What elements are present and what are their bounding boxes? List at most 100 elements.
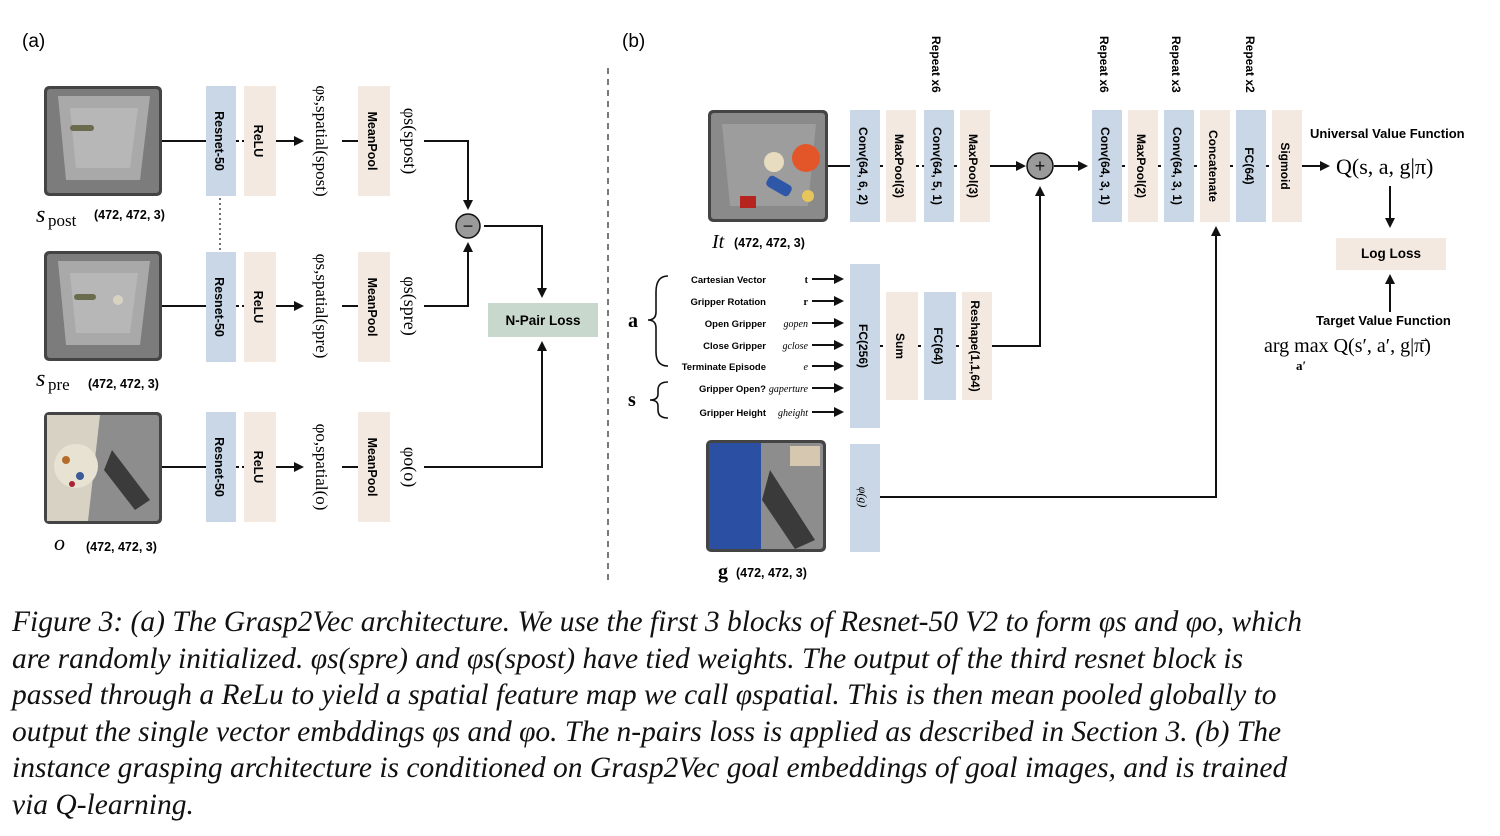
svg-text:It: It <box>711 231 725 253</box>
repeat-label-conv4: Repeat x3 <box>1169 36 1183 93</box>
meanpool-block-o: MeanPool <box>358 412 390 522</box>
svg-text:(472, 472, 3): (472, 472, 3) <box>86 540 157 554</box>
relu-block-pre: ReLU <box>244 252 276 362</box>
phi-s-post-label: φs(spost) <box>399 108 420 174</box>
caption-line-6: via Q-learning. <box>12 788 194 821</box>
architecture-figure: (a) s post (472, 472, 3) s pre (472, 472… <box>22 31 1465 583</box>
state-brace: s <box>628 381 669 419</box>
sigmoid-block: Sigmoid <box>1272 110 1302 222</box>
meanpool-block-pre: MeanPool <box>358 252 390 362</box>
universal-value-title: Universal Value Function <box>1310 126 1465 141</box>
input-var-gaperture: gaperture <box>769 384 809 395</box>
svg-text:Resnet-50: Resnet-50 <box>212 277 226 337</box>
conv-block-4: Conv(64, 3, 1) <box>1164 110 1194 222</box>
svg-text:φ(g): φ(g) <box>856 487 870 508</box>
input-label-close: Close Gripper <box>703 341 766 352</box>
npair-loss-box: N-Pair Loss <box>488 303 598 337</box>
conv-block-2: Conv(64, 5, 1) <box>924 110 954 222</box>
svg-text:post: post <box>48 211 77 230</box>
svg-text:MeanPool: MeanPool <box>365 111 379 170</box>
svg-text:Conv(64, 3, 1): Conv(64, 3, 1) <box>1098 127 1112 205</box>
input-label-open: Open Gripper <box>705 319 767 330</box>
fc64-block-lower: FC(64) <box>924 292 956 400</box>
input-var-gheight: gheight <box>778 408 808 419</box>
image-g <box>706 440 826 552</box>
svg-text:+: + <box>1035 156 1046 176</box>
svg-text:(472, 472, 3): (472, 472, 3) <box>734 236 805 250</box>
input-labels: Cartesian Vector Gripper Rotation Open G… <box>682 275 767 419</box>
image-s-pre <box>44 251 162 361</box>
input-label-terminate: Terminate Episode <box>682 362 766 373</box>
minus-node: − <box>455 213 481 239</box>
svg-text:MeanPool: MeanPool <box>365 437 379 496</box>
fc64-block-top: FC(64) <box>1236 110 1266 222</box>
phi-o-label: φo(o) <box>399 447 420 487</box>
svg-text:Sum: Sum <box>893 333 907 359</box>
q-expression: Q(s, a, g|π) <box>1336 154 1433 179</box>
svg-text:Sigmoid: Sigmoid <box>1278 142 1292 189</box>
input-var-gclose: gclose <box>782 341 808 352</box>
svg-text:s: s <box>36 366 45 392</box>
repeat-label-conv2: Repeat x6 <box>929 36 943 93</box>
svg-text:FC(64): FC(64) <box>931 327 945 364</box>
input-var-r: r <box>804 297 809 308</box>
input-label-rotation: Gripper Rotation <box>691 297 767 308</box>
input-var-t: t <box>805 275 809 286</box>
svg-text:(472, 472, 3): (472, 472, 3) <box>88 377 159 391</box>
svg-text:MaxPool(2): MaxPool(2) <box>1134 134 1148 198</box>
repeat-label-conv3: Repeat x6 <box>1097 36 1111 93</box>
svg-text:Resnet-50: Resnet-50 <box>212 111 226 171</box>
fc256-block: FC(256) <box>850 264 880 428</box>
phi-spatial-o-label: φo,spatial(o) <box>312 424 331 511</box>
caption-line-3: passed through a ReLu to yield a spatial… <box>12 679 1277 711</box>
conv-block-3: Conv(64, 3, 1) <box>1092 110 1122 222</box>
input-label-gripper-height: Gripper Height <box>699 408 766 419</box>
concatenate-block: Concatenate <box>1200 110 1230 222</box>
svg-text:(472, 472, 3): (472, 472, 3) <box>94 208 165 222</box>
input-vars: t r gopen gclose e gaperture gheight <box>769 275 809 419</box>
svg-text:−: − <box>463 216 474 236</box>
relu-block-post: ReLU <box>244 86 276 196</box>
log-loss-box: Log Loss <box>1336 238 1446 270</box>
plus-node: + <box>1026 152 1054 180</box>
input-label-cartesian: Cartesian Vector <box>691 275 766 286</box>
input-var-e: e <box>804 362 809 373</box>
reshape-block: Reshape(1,1,64) <box>962 292 992 400</box>
maxpool-block-2: MaxPool(3) <box>960 110 990 222</box>
svg-text:(472, 472, 3): (472, 472, 3) <box>736 566 807 580</box>
caption-line-1: Figure 3: (a) The Grasp2Vec architecture… <box>12 606 1303 638</box>
conv-block-1: Conv(64, 6, 2) <box>850 110 880 222</box>
input-var-gopen: gopen <box>784 319 808 330</box>
svg-text:g: g <box>718 561 728 583</box>
svg-text:FC(256): FC(256) <box>856 324 870 368</box>
svg-text:Reshape(1,1,64): Reshape(1,1,64) <box>968 300 982 391</box>
target-expression-sub: a′ <box>1296 358 1306 373</box>
maxpool-block-1: MaxPool(3) <box>886 110 916 222</box>
svg-text:ReLU: ReLU <box>251 451 265 484</box>
svg-text:Conv(64, 5, 1): Conv(64, 5, 1) <box>930 127 944 205</box>
phi-spatial-pre-label: φs,spatial(spre) <box>312 254 331 359</box>
svg-text:Resnet-50: Resnet-50 <box>212 437 226 497</box>
svg-text:a: a <box>628 310 638 332</box>
image-it-label: It (472, 472, 3) <box>711 231 805 253</box>
meanpool-block-post: MeanPool <box>358 86 390 196</box>
maxpool-block-3: MaxPool(2) <box>1128 110 1158 222</box>
input-label-gripper-open: Gripper Open? <box>699 384 766 395</box>
image-s-post-label: s post (472, 472, 3) <box>36 202 165 230</box>
svg-text:Log Loss: Log Loss <box>1361 246 1421 261</box>
image-g-label: g (472, 472, 3) <box>718 561 807 583</box>
phi-g-block: φ(g) <box>850 444 880 552</box>
svg-text:MeanPool: MeanPool <box>365 277 379 336</box>
image-o-label: o (472, 472, 3) <box>54 530 157 555</box>
svg-text:MaxPool(3): MaxPool(3) <box>892 134 906 198</box>
sum-block: Sum <box>886 292 918 400</box>
target-value-title: Target Value Function <box>1316 313 1451 328</box>
image-o <box>44 412 162 524</box>
svg-text:N-Pair Loss: N-Pair Loss <box>505 313 580 328</box>
svg-text:o: o <box>54 530 65 555</box>
svg-text:Conv(64, 3, 1): Conv(64, 3, 1) <box>1170 127 1184 205</box>
image-s-pre-label: s pre (472, 472, 3) <box>36 366 159 394</box>
panel-b-connectors <box>812 161 1395 498</box>
svg-text:Conv(64, 6, 2): Conv(64, 6, 2) <box>856 127 870 205</box>
panel-a-connectors <box>162 136 547 472</box>
